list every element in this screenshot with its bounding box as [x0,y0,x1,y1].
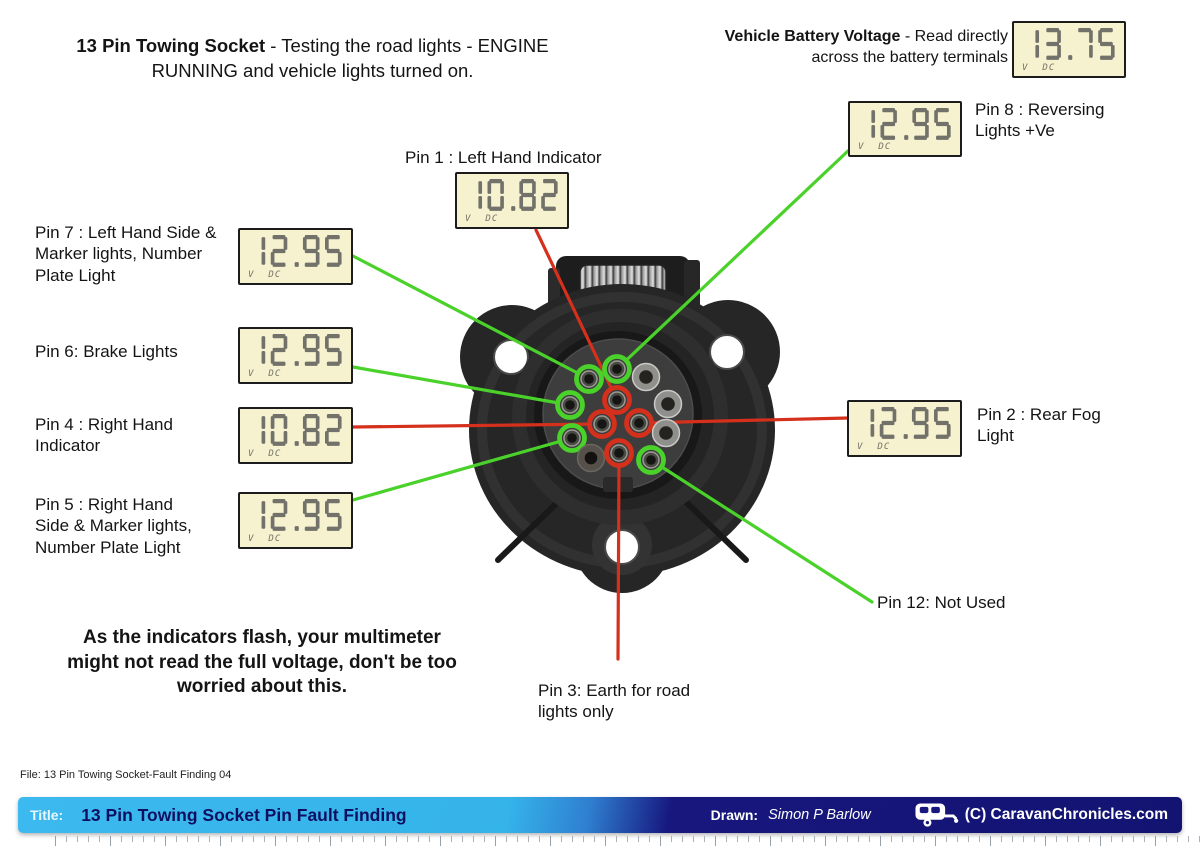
socket-pin-red [624,408,654,438]
file-note: File: 13 Pin Towing Socket-Fault Finding… [20,769,232,781]
socket-pin-green [574,364,604,394]
drawn-by: Simon P Barlow [768,807,871,823]
socket-pin-green [557,423,587,453]
lcd-reading [261,499,342,531]
title-bar: Title: 13 Pin Towing Socket Pin Fault Fi… [18,797,1182,833]
lcd-reading [870,407,951,439]
battery-voltage-label: Vehicle Battery Voltage - Read directly … [700,26,1008,68]
document-title: 13 Pin Towing Socket Pin Fault Finding [81,804,407,825]
indicator-flash-note: As the indicators flash, your multimeter… [67,627,457,698]
page-title-bold: 13 Pin Towing Socket [76,35,266,56]
pin-12-label: Pin 12: Not Used [877,593,1006,612]
socket-pin-dark [576,443,606,473]
battery-label-rest: - Read directly across the battery termi… [811,28,1008,67]
pin-6-label: Pin 6: Brake Lights [35,342,178,361]
wire-pin-5 [351,436,574,502]
socket-pin-green [636,445,666,475]
copyright: (C) CaravanChronicles.com [964,806,1168,823]
pin-1-label: Pin 1 : Left Hand Indicator [405,148,602,167]
drawn-label: Drawn: [710,807,759,823]
wire-pin-12 [649,458,874,604]
battery-label-bold: Vehicle Battery Voltage [724,28,901,45]
socket-pin-metal [651,418,681,448]
page-title-rest: - Testing the road lights - ENGINE RUNNI… [151,35,549,81]
pin-3-label: Pin 3: Earth for road lights only [538,681,691,722]
pin-7-label: Pin 7 : Left Hand Side & Marker lights, … [35,223,217,285]
lcd-reading [871,108,951,140]
lcd-reading [478,179,558,211]
pin-5-label: Pin 5 : Right Hand Side & Marker lights,… [35,495,192,557]
title-bar-label: Title: [30,807,64,823]
pin-8-label: Pin 8 : Reversing Lights +Ve [975,100,1105,141]
lcd-reading [261,235,342,267]
socket-pin-metal [631,362,661,392]
title-bar-right: Drawn: Simon P Barlow (C) CaravanChronic… [711,802,1168,828]
wire-pin-6 [351,365,572,407]
lcd-reading [261,414,342,446]
socket-pin-red [587,409,617,439]
socket-pin-metal [653,389,683,419]
pin-4-label: Pin 4 : Right Hand Indicator [35,415,173,456]
wire-pin-4 [351,422,604,429]
wire-pin-3 [616,451,621,661]
socket-pin-green [602,354,632,384]
page-title: 13 Pin Towing Socket - Testing the road … [40,34,585,84]
socket-pin-red [604,438,634,468]
ruler [55,836,1200,846]
pin-2-label: Pin 2 : Rear Fog Light [977,405,1101,446]
socket-pins [555,354,683,475]
wire-pin-7 [351,254,591,381]
lcd-reading [1035,28,1115,60]
caravan-icon [915,803,958,827]
socket-pin-red [602,385,632,415]
wire-pin-8 [615,148,851,371]
lcd-reading [261,334,342,366]
socket-pin-green [555,390,585,420]
